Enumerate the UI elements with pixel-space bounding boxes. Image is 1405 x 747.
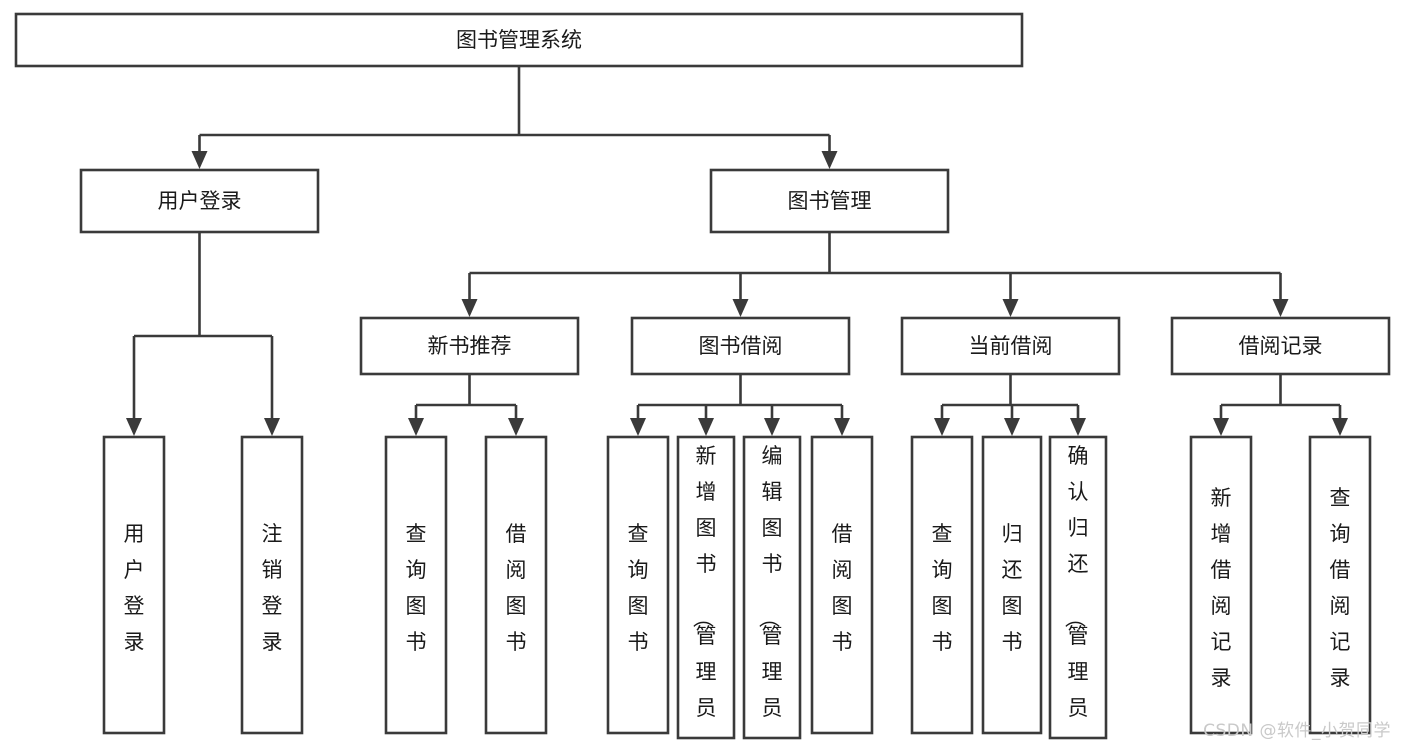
node-box-leaf-add-book[interactable] xyxy=(676,435,736,740)
node-label-book-management: 图书管理 xyxy=(788,189,872,213)
node-book-borrow[interactable]: 图书借阅 xyxy=(630,316,851,376)
connector-edge-book-borrow xyxy=(630,374,850,436)
node-box-leaf-confirm-return[interactable] xyxy=(1048,435,1108,740)
node-label-leaf-edit-book: 编辑图书（管理员） xyxy=(757,444,783,747)
arrow-head-icon xyxy=(1272,299,1289,317)
arrow-head-icon xyxy=(834,418,850,436)
node-label-borrow-record: 借阅记录 xyxy=(1239,334,1323,358)
node-label-user-login: 用户登录 xyxy=(158,189,242,213)
connector-edge-user-login xyxy=(126,232,280,436)
node-leaf-query-book-1[interactable]: 查询图书 xyxy=(384,435,448,735)
arrow-head-icon xyxy=(126,418,142,436)
node-label-new-book-recommend: 新书推荐 xyxy=(428,334,512,358)
arrow-head-icon xyxy=(732,299,749,317)
node-label-leaf-query-book-2: 查询图书 xyxy=(628,522,649,654)
node-box-leaf-edit-book[interactable] xyxy=(742,435,802,740)
node-box-leaf-user-login[interactable] xyxy=(102,435,166,735)
node-leaf-confirm-return[interactable]: 确认归还（管理员） xyxy=(1048,435,1108,747)
connector-edge-current-borrow xyxy=(934,374,1086,436)
node-borrow-record[interactable]: 借阅记录 xyxy=(1170,316,1391,376)
node-label-leaf-add-book: 新增图书（管理员） xyxy=(691,444,717,747)
node-box-leaf-add-record[interactable] xyxy=(1189,435,1253,735)
watermark-label: CSDN @软件_小贺同学 xyxy=(1203,721,1391,741)
node-label-root: 图书管理系统 xyxy=(456,28,582,52)
connector-lines-layer xyxy=(126,66,1348,436)
node-label-leaf-borrow-book-2: 借阅图书 xyxy=(832,522,853,654)
connector-edge-book-management xyxy=(461,232,1289,317)
connector-edge-new-book-recommend xyxy=(408,374,524,436)
node-box-current-borrow[interactable] xyxy=(900,316,1121,376)
node-box-root[interactable] xyxy=(14,12,1024,68)
node-box-user-login[interactable] xyxy=(79,168,320,234)
node-label-leaf-logout: 注销登录 xyxy=(262,522,283,654)
node-box-leaf-borrow-book-2[interactable] xyxy=(810,435,874,735)
node-leaf-borrow-book-1[interactable]: 借阅图书 xyxy=(484,435,548,735)
node-box-leaf-query-book-2[interactable] xyxy=(606,435,670,735)
node-box-leaf-borrow-book-1[interactable] xyxy=(484,435,548,735)
node-box-leaf-logout[interactable] xyxy=(240,435,304,735)
node-box-leaf-query-record[interactable] xyxy=(1308,435,1372,735)
node-box-leaf-return-book[interactable] xyxy=(981,435,1043,735)
arrow-head-icon xyxy=(1004,418,1020,436)
arrow-head-icon xyxy=(508,418,524,436)
nodes-layer: 图书管理系统用户登录图书管理新书推荐图书借阅当前借阅借阅记录用户登录注销登录查询… xyxy=(14,12,1391,747)
node-box-book-borrow[interactable] xyxy=(630,316,851,376)
node-book-management[interactable]: 图书管理 xyxy=(709,168,950,234)
node-leaf-query-book-2[interactable]: 查询图书 xyxy=(606,435,670,735)
arrow-head-icon xyxy=(408,418,424,436)
arrow-head-icon xyxy=(1332,418,1348,436)
arrow-head-icon xyxy=(630,418,646,436)
arrow-head-icon xyxy=(191,151,208,169)
arrow-head-icon xyxy=(764,418,780,436)
arrow-head-icon xyxy=(821,151,838,169)
arrow-head-icon xyxy=(1002,299,1019,317)
arrow-head-icon xyxy=(698,418,714,436)
node-root[interactable]: 图书管理系统 xyxy=(14,12,1024,68)
connector-edge-root xyxy=(191,66,838,169)
node-label-current-borrow: 当前借阅 xyxy=(969,334,1053,358)
arrow-head-icon xyxy=(461,299,478,317)
arrow-head-icon xyxy=(264,418,280,436)
node-leaf-return-book[interactable]: 归还图书 xyxy=(981,435,1043,735)
arrow-head-icon xyxy=(1213,418,1229,436)
node-box-leaf-query-book-3[interactable] xyxy=(910,435,974,735)
node-leaf-add-record[interactable]: 新增借阅记录 xyxy=(1189,435,1253,735)
node-leaf-edit-book[interactable]: 编辑图书（管理员） xyxy=(742,435,802,747)
arrow-head-icon xyxy=(934,418,950,436)
node-label-book-borrow: 图书借阅 xyxy=(699,334,783,358)
node-leaf-user-login[interactable]: 用户登录 xyxy=(102,435,166,735)
node-label-leaf-add-record: 新增借阅记录 xyxy=(1211,486,1232,690)
node-label-leaf-confirm-return: 确认归还（管理员） xyxy=(1063,444,1089,747)
node-new-book-recommend[interactable]: 新书推荐 xyxy=(359,316,580,376)
node-leaf-logout[interactable]: 注销登录 xyxy=(240,435,304,735)
node-label-leaf-query-record: 查询借阅记录 xyxy=(1330,486,1351,690)
node-user-login[interactable]: 用户登录 xyxy=(79,168,320,234)
arrow-head-icon xyxy=(1070,418,1086,436)
node-label-leaf-borrow-book-1: 借阅图书 xyxy=(506,522,527,654)
node-box-borrow-record[interactable] xyxy=(1170,316,1391,376)
node-box-new-book-recommend[interactable] xyxy=(359,316,580,376)
node-leaf-add-book[interactable]: 新增图书（管理员） xyxy=(676,435,736,747)
node-leaf-query-record[interactable]: 查询借阅记录 xyxy=(1308,435,1372,735)
connector-edge-borrow-record xyxy=(1213,374,1348,436)
node-leaf-query-book-3[interactable]: 查询图书 xyxy=(910,435,974,735)
node-box-book-management[interactable] xyxy=(709,168,950,234)
node-current-borrow[interactable]: 当前借阅 xyxy=(900,316,1121,376)
node-label-leaf-return-book: 归还图书 xyxy=(1002,522,1023,654)
node-label-leaf-query-book-3: 查询图书 xyxy=(932,522,953,654)
node-leaf-borrow-book-2[interactable]: 借阅图书 xyxy=(810,435,874,735)
node-box-leaf-query-book-1[interactable] xyxy=(384,435,448,735)
node-label-leaf-query-book-1: 查询图书 xyxy=(406,522,427,654)
node-label-leaf-user-login: 用户登录 xyxy=(124,522,145,654)
